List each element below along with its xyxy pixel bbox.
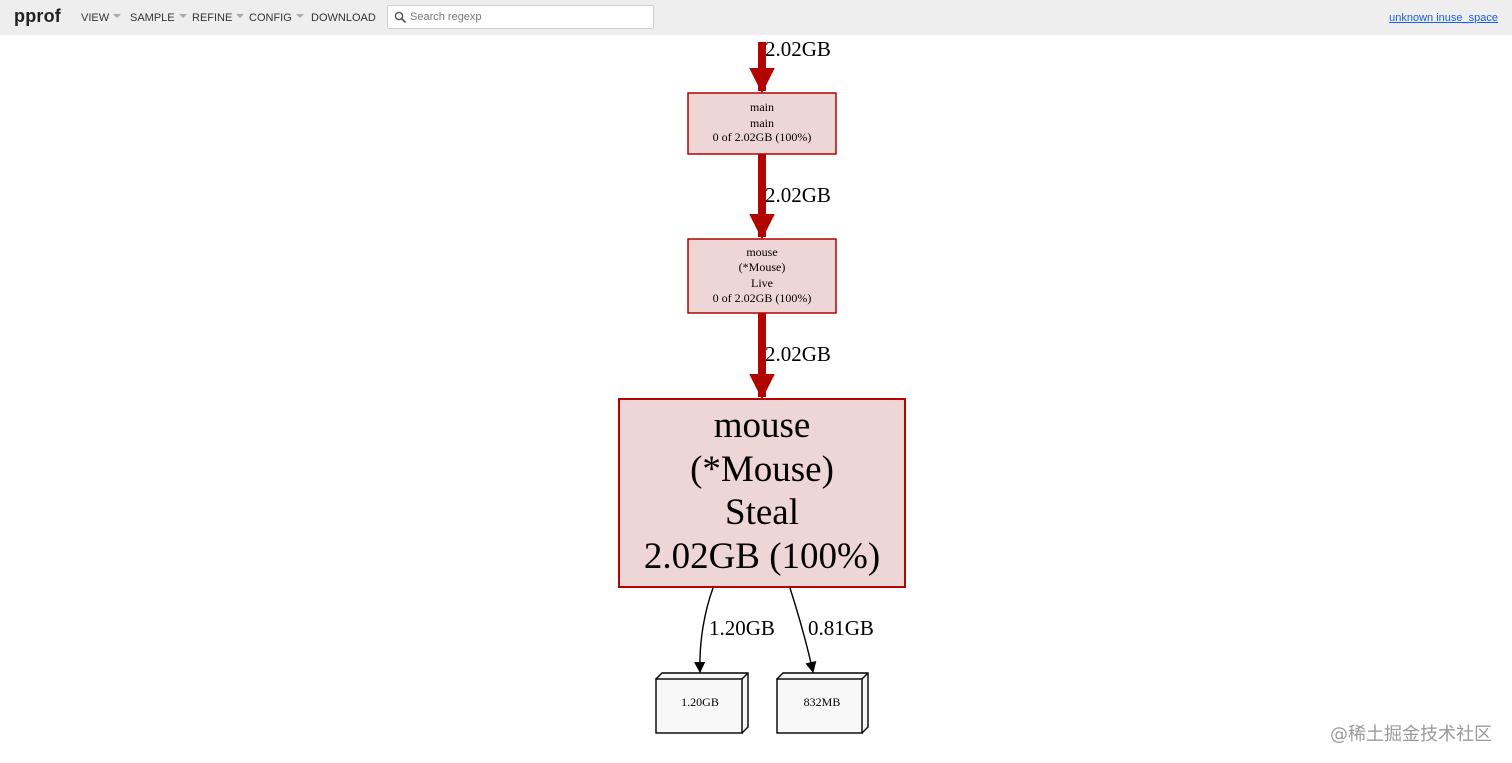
- node-line: mouse: [714, 405, 811, 446]
- edge-label: 0.81GB: [808, 616, 874, 640]
- edge-steal-to-box-1[interactable]: 1.20GB: [694, 587, 775, 674]
- node-line: Steal: [725, 492, 799, 533]
- edge-live-to-steal[interactable]: 2.02GB: [749, 313, 831, 400]
- box-label: 1.20GB: [681, 695, 719, 709]
- watermark: @稀土掘金技术社区: [1330, 724, 1492, 745]
- menu-view-label: VIEW: [81, 12, 110, 24]
- node-main[interactable]: main main 0 of 2.02GB (100%): [687, 92, 837, 155]
- node-line: mouse: [746, 245, 777, 259]
- call-graph: 2.02GB main main 0 of 2.02GB (100%) 2.02…: [618, 37, 906, 734]
- toolbar: pprof VIEW SAMPLE REFINE CONFIG DOWNLOAD…: [0, 0, 1512, 35]
- edge-into-main[interactable]: 2.02GB: [749, 37, 831, 94]
- menu-refine-label: REFINE: [192, 12, 233, 24]
- sample-type-link[interactable]: unknown inuse_space: [1389, 12, 1498, 24]
- menu-download-label: DOWNLOAD: [311, 12, 376, 24]
- node-mouse-steal[interactable]: mouse (*Mouse) Steal 2.02GB (100%): [618, 398, 906, 588]
- node-line: (*Mouse): [739, 260, 786, 274]
- node-line: 0 of 2.02GB (100%): [713, 291, 812, 305]
- node-line: main: [750, 100, 774, 114]
- menu-sample-label: SAMPLE: [130, 12, 175, 24]
- edge-label: 2.02GB: [765, 342, 831, 366]
- search-box[interactable]: [387, 5, 654, 29]
- menu-config-label: CONFIG: [249, 12, 292, 24]
- menu-download[interactable]: DOWNLOAD: [311, 12, 376, 24]
- edge-label: 1.20GB: [709, 616, 775, 640]
- chevron-down-icon: [178, 14, 187, 18]
- alloc-box-1[interactable]: 1.20GB: [654, 672, 749, 734]
- node-line: (*Mouse): [690, 449, 834, 490]
- alloc-box-2[interactable]: 832MB: [775, 672, 869, 734]
- edge-label: 2.02GB: [765, 183, 831, 207]
- node-line: Live: [751, 276, 773, 290]
- menu-sample[interactable]: SAMPLE: [130, 12, 187, 24]
- menu-refine[interactable]: REFINE: [192, 12, 245, 24]
- search-input[interactable]: [410, 7, 650, 27]
- edge-label: 2.02GB: [765, 37, 831, 61]
- edge-main-to-live[interactable]: 2.02GB: [749, 154, 831, 240]
- chevron-down-icon: [295, 14, 304, 18]
- menu-config[interactable]: CONFIG: [249, 12, 304, 24]
- node-mouse-live[interactable]: mouse (*Mouse) Live 0 of 2.02GB (100%): [687, 238, 837, 314]
- node-line: 2.02GB (100%): [644, 536, 880, 577]
- box-label: 832MB: [804, 695, 841, 709]
- chevron-down-icon: [113, 14, 122, 18]
- chevron-down-icon: [236, 14, 245, 18]
- menu-view[interactable]: VIEW: [81, 12, 122, 24]
- search-icon: [394, 11, 406, 23]
- node-line: 0 of 2.02GB (100%): [713, 130, 812, 144]
- app-logo[interactable]: pprof: [14, 6, 61, 26]
- node-line: main: [750, 116, 774, 130]
- edge-steal-to-box-2[interactable]: 0.81GB: [789, 587, 874, 674]
